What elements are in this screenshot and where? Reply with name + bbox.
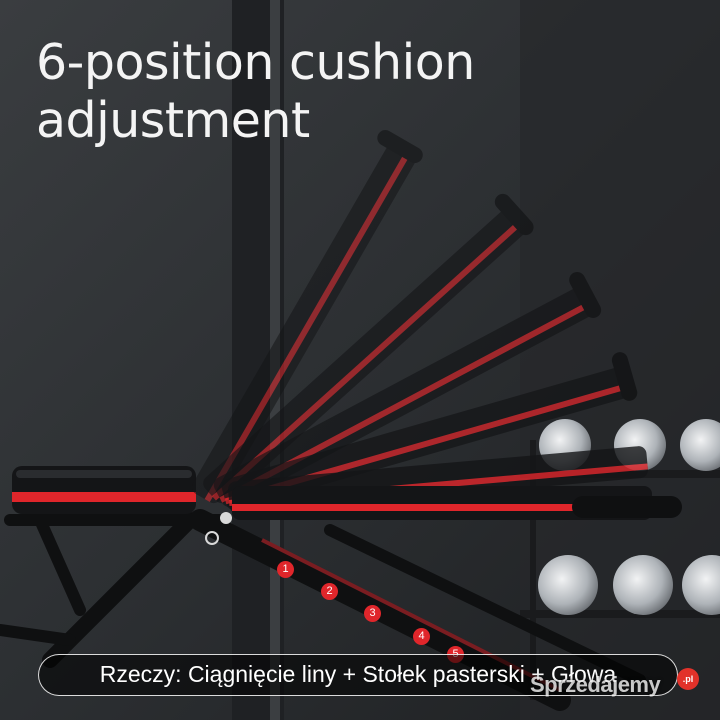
headline-line-1: 6-position cushion: [36, 34, 475, 91]
hinge-bolt: [220, 512, 232, 524]
position-marker: 3: [364, 605, 381, 622]
position-marker: 4: [413, 628, 430, 645]
headline: 6-position cushion adjustment: [36, 34, 475, 150]
backrest-positions: [191, 129, 682, 520]
position-marker: 1: [277, 561, 294, 578]
caption-bar: Rzeczy: Ciągnięcie liny + Stołek pasters…: [38, 654, 678, 696]
frame-bolt: [205, 531, 219, 545]
dumbbells: [538, 419, 720, 615]
watermark-badge: .pl: [677, 668, 699, 690]
headline-line-2: adjustment: [36, 92, 310, 149]
seat-cushion: [12, 466, 196, 514]
watermark-logo: Sprzedajemy: [530, 672, 661, 697]
position-marker: 2: [321, 583, 338, 600]
